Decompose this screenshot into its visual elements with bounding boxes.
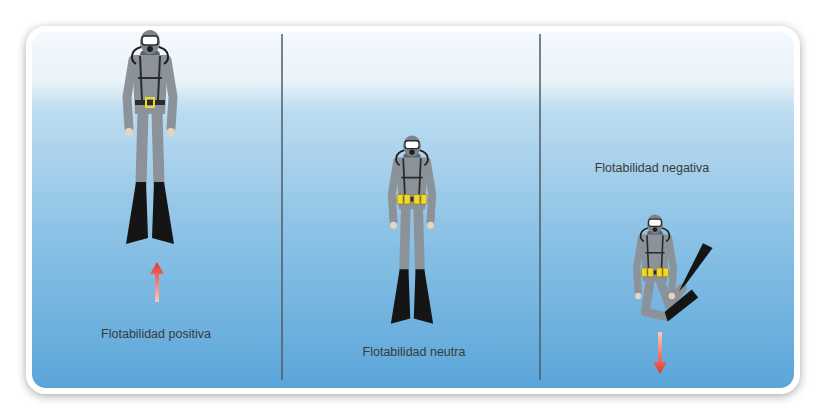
diver-sinking xyxy=(635,214,713,321)
diver-floating xyxy=(125,30,175,244)
down-arrow xyxy=(653,332,667,374)
up-arrow xyxy=(150,262,164,302)
buoyancy-label: Flotabilidad positiva xyxy=(101,327,211,341)
buoyancy-label: Flotabilidad negativa xyxy=(595,161,710,175)
diver-neutral xyxy=(390,135,434,323)
buoyancy-label: Flotabilidad neutra xyxy=(363,345,466,359)
